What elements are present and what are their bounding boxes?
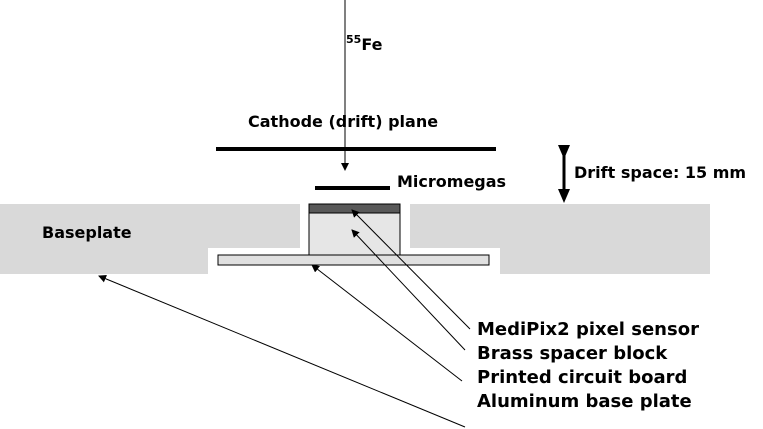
component-legend: MediPix2 pixel sensor Brass spacer block… — [477, 318, 699, 414]
legend-item-base-plate: Aluminum base plate — [477, 391, 692, 412]
medipix2-sensor — [308, 203, 401, 214]
drift-space-label: Drift space: 15 mm — [574, 163, 747, 182]
pointer-spacer — [351, 229, 466, 351]
source-mass-number: 55 — [346, 33, 362, 46]
baseplate-shape-right — [410, 204, 710, 274]
pointer-pcb — [311, 264, 463, 382]
baseplate-shape — [0, 204, 300, 274]
legend-item-spacer: Brass spacer block — [477, 343, 668, 364]
pointer-baseplate — [98, 274, 466, 428]
micromegas-label: Micromegas — [397, 172, 507, 191]
printed-circuit-board — [217, 254, 490, 266]
baseplate-label: Baseplate — [42, 223, 132, 242]
legend-item-sensor: MediPix2 pixel sensor — [477, 319, 699, 340]
cathode-label: Cathode (drift) plane — [248, 112, 439, 131]
pointer-sensor — [351, 209, 471, 330]
brass-spacer-block — [308, 212, 401, 256]
legend-item-pcb: Printed circuit board — [477, 367, 688, 388]
source-label: 55Fe — [346, 34, 382, 53]
source-element: Fe — [361, 35, 383, 54]
